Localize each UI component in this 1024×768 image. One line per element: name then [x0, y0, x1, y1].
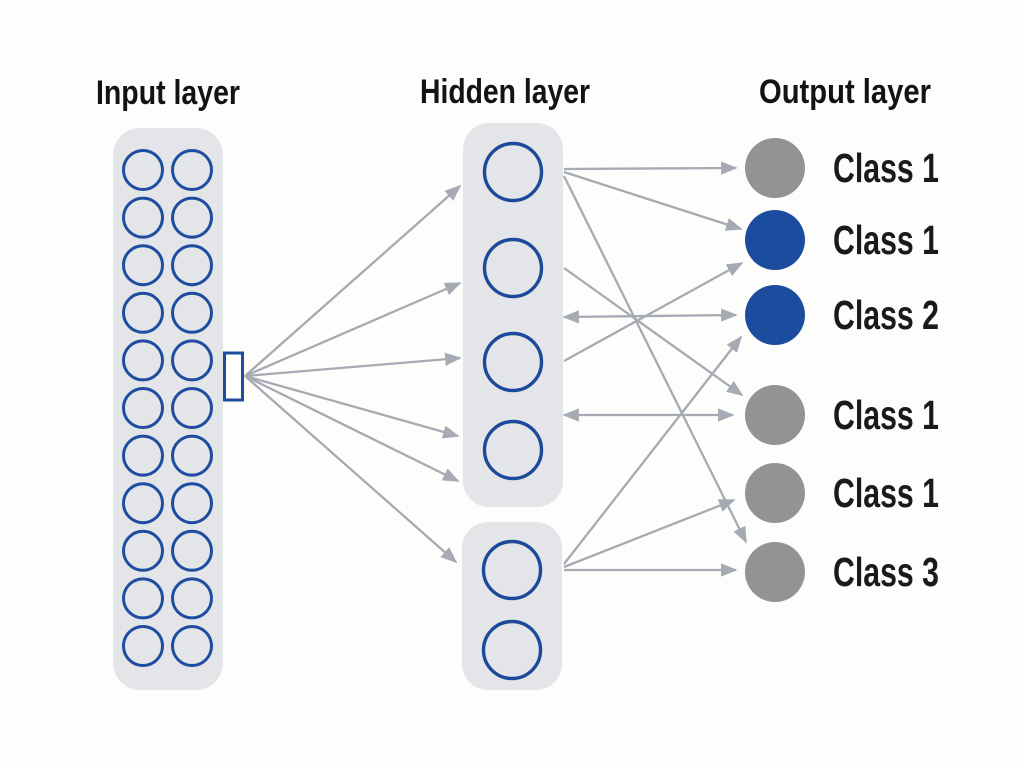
input-node [171, 434, 213, 477]
arrow [563, 498, 736, 569]
hidden-node [482, 331, 544, 393]
output-row: Class 1 [745, 463, 939, 523]
output-row: Class 3 [745, 542, 939, 602]
arrow [562, 175, 748, 544]
arrow [563, 267, 744, 396]
output-node [745, 385, 805, 445]
input-node [122, 149, 164, 191]
hidden-node [482, 237, 544, 299]
input-node [171, 625, 213, 667]
output-row: Class 2 [745, 285, 939, 345]
hidden-layer-container-2 [462, 522, 562, 690]
arrow [244, 375, 458, 564]
input-layer-container [113, 128, 223, 690]
arrow [563, 170, 743, 231]
input-node [122, 291, 164, 334]
arrow [563, 335, 743, 565]
input-node [171, 387, 213, 429]
output-layer-title: Output layer [759, 73, 931, 111]
arrow [563, 261, 744, 363]
hidden-layer-title: Hidden layer [420, 73, 590, 111]
input-node [171, 196, 213, 239]
hidden-layer-container-1 [463, 123, 563, 507]
input-node [171, 529, 213, 572]
arrow [244, 374, 460, 439]
double-arrow [562, 308, 738, 324]
output-class-label: Class 1 [833, 470, 939, 516]
input-node [122, 434, 164, 477]
input-layer-title: Input layer [96, 74, 240, 112]
hidden-to-output-arrows [562, 161, 748, 577]
input-node [122, 387, 164, 429]
output-layer: Class 1 Class 1 Class 2 Class 1 Class 1 … [745, 138, 939, 602]
hidden-node [482, 419, 544, 481]
input-node [171, 244, 213, 287]
hidden-node [481, 619, 543, 681]
input-layer-nodes [122, 149, 213, 667]
input-node [122, 625, 164, 667]
input-node [122, 196, 164, 239]
output-node [745, 542, 805, 602]
input-node [171, 291, 213, 334]
arrow [244, 281, 462, 378]
input-node [171, 339, 213, 382]
input-node [171, 482, 213, 525]
output-class-label: Class 1 [833, 217, 939, 263]
input-node [122, 244, 164, 287]
input-node [122, 339, 164, 382]
output-class-label: Class 1 [833, 145, 939, 191]
output-class-label: Class 3 [833, 549, 939, 595]
feature-vector-box [223, 351, 244, 402]
input-node [122, 482, 164, 525]
hidden-node [481, 539, 543, 601]
output-row: Class 1 [745, 385, 939, 445]
output-class-label: Class 2 [833, 292, 939, 338]
arrow [244, 374, 460, 483]
arrow [244, 352, 462, 378]
output-row: Class 1 [745, 138, 939, 198]
input-node [171, 149, 213, 191]
input-node [122, 577, 164, 620]
hidden-node [482, 141, 544, 203]
arrow [563, 161, 738, 175]
output-node [745, 138, 805, 198]
hidden-layer-nodes [481, 141, 544, 681]
output-node [745, 210, 805, 270]
input-to-hidden-arrows [244, 184, 462, 564]
input-node [122, 529, 164, 572]
output-node [745, 285, 805, 345]
input-node [171, 577, 213, 620]
output-row: Class 1 [745, 210, 939, 270]
output-node [745, 463, 805, 523]
arrow [244, 184, 462, 377]
output-class-label: Class 1 [833, 392, 939, 438]
